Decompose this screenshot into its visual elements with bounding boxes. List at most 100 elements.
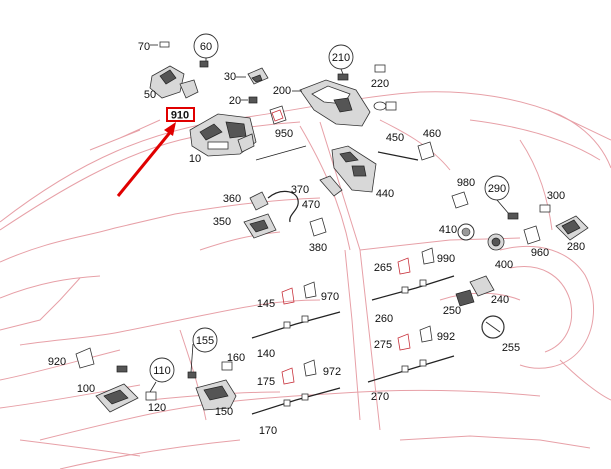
bulb-icon	[373, 101, 397, 111]
overhead-console-icon	[189, 113, 257, 157]
part-60-icon	[199, 60, 209, 68]
part-220-icon	[374, 64, 386, 73]
switch-240-icon	[469, 275, 495, 297]
part-label-980: 980	[457, 177, 475, 189]
control-panel-440-icon	[331, 145, 377, 193]
part-label-992: 992	[437, 331, 455, 343]
part-label-20: 20	[229, 95, 241, 107]
ring-410-icon	[457, 223, 475, 241]
part-label-100: 100	[77, 383, 95, 395]
part-label-360: 360	[223, 193, 241, 205]
switch-250-icon	[455, 289, 475, 307]
connector-920-icon	[75, 347, 95, 369]
part-label-255: 255	[502, 342, 520, 354]
plug-140-a	[283, 321, 291, 329]
part-30-icon	[247, 67, 269, 85]
part-360-icon	[249, 191, 269, 211]
connector-460-icon	[417, 141, 435, 161]
plug-260-a	[401, 286, 409, 294]
callout-circle-155	[192, 327, 218, 353]
part-label-400: 400	[495, 259, 513, 271]
part-label-910: 910	[171, 110, 189, 122]
connector-990-icon	[421, 247, 435, 265]
lamp-100-icon	[95, 383, 139, 413]
part-label-410: 410	[439, 224, 457, 236]
plug-270-b	[419, 359, 427, 367]
part-label-460: 460	[423, 128, 441, 140]
connector-950-icon	[269, 105, 287, 125]
part-label-110: 110	[153, 365, 171, 377]
part-label-120: 120	[148, 402, 166, 414]
lamp-150-icon	[195, 379, 237, 411]
part-label-220: 220	[371, 78, 389, 90]
part-label-470: 470	[302, 199, 320, 211]
roof-lamp-200-icon	[299, 79, 371, 127]
part-label-10: 10	[189, 153, 201, 165]
part-label-950: 950	[275, 128, 293, 140]
car-body-outline	[0, 91, 611, 469]
part-label-160: 160	[227, 352, 245, 364]
part-label-440: 440	[376, 188, 394, 200]
part-label-60: 60	[200, 41, 212, 53]
part-label-990: 990	[437, 253, 455, 265]
wire-450	[377, 151, 419, 161]
part-470-icon	[319, 175, 343, 197]
part-label-972: 972	[323, 366, 341, 378]
part-label-280: 280	[567, 241, 585, 253]
part-label-145: 145	[257, 298, 275, 310]
part-label-250: 250	[443, 305, 461, 317]
part-label-970: 970	[321, 291, 339, 303]
wire-260	[371, 275, 455, 301]
wire-140	[251, 311, 341, 339]
part-label-140: 140	[257, 348, 275, 360]
plug-140-b	[301, 315, 309, 323]
callout-circle-110	[149, 357, 175, 383]
plug-170-a	[283, 399, 291, 407]
part-label-450: 450	[386, 132, 404, 144]
part-70-icon	[150, 41, 170, 48]
part-20-icon	[248, 96, 258, 104]
part-label-210: 210	[332, 52, 350, 64]
part-label-175: 175	[257, 376, 275, 388]
part-160-icon	[221, 361, 233, 371]
part-label-265: 265	[374, 262, 392, 274]
part-label-70: 70	[138, 41, 150, 53]
support-rod-icon	[255, 145, 307, 161]
wire-270	[367, 355, 455, 383]
part-label-270: 270	[371, 391, 389, 403]
part-label-290: 290	[488, 183, 506, 195]
part-label-155: 155	[196, 335, 214, 347]
lamp-350-icon	[243, 213, 277, 239]
seal-255-icon	[481, 315, 505, 339]
part-label-170: 170	[259, 425, 277, 437]
part-label-50: 50	[144, 89, 156, 101]
plug-270-a	[401, 365, 409, 373]
part-label-960: 960	[531, 247, 549, 259]
part-290-icon	[507, 212, 519, 220]
connector-265-icon	[397, 257, 411, 275]
part-300-icon	[539, 204, 551, 213]
part-label-150: 150	[215, 406, 233, 418]
part-210-icon	[337, 73, 349, 81]
part-50-icon	[149, 65, 199, 99]
part-label-300: 300	[547, 190, 565, 202]
part-label-200: 200	[273, 85, 291, 97]
lamp-280-icon	[555, 215, 589, 241]
part-label-275: 275	[374, 339, 392, 351]
connector-970-icon	[303, 281, 317, 299]
part-label-370: 370	[291, 184, 309, 196]
part-label-350: 350	[213, 216, 231, 228]
part-label-30: 30	[224, 71, 236, 83]
highlight-box-910	[166, 107, 195, 122]
connector-145-icon	[281, 287, 295, 305]
connector-175-icon	[281, 367, 295, 385]
connector-992-icon	[419, 325, 433, 343]
highlight-arrow	[116, 122, 176, 197]
plug-170-b	[301, 393, 309, 401]
part-120-icon	[145, 391, 157, 401]
wire-370	[267, 190, 299, 223]
connector-960-icon	[523, 225, 541, 245]
connector-380-icon	[309, 217, 327, 237]
